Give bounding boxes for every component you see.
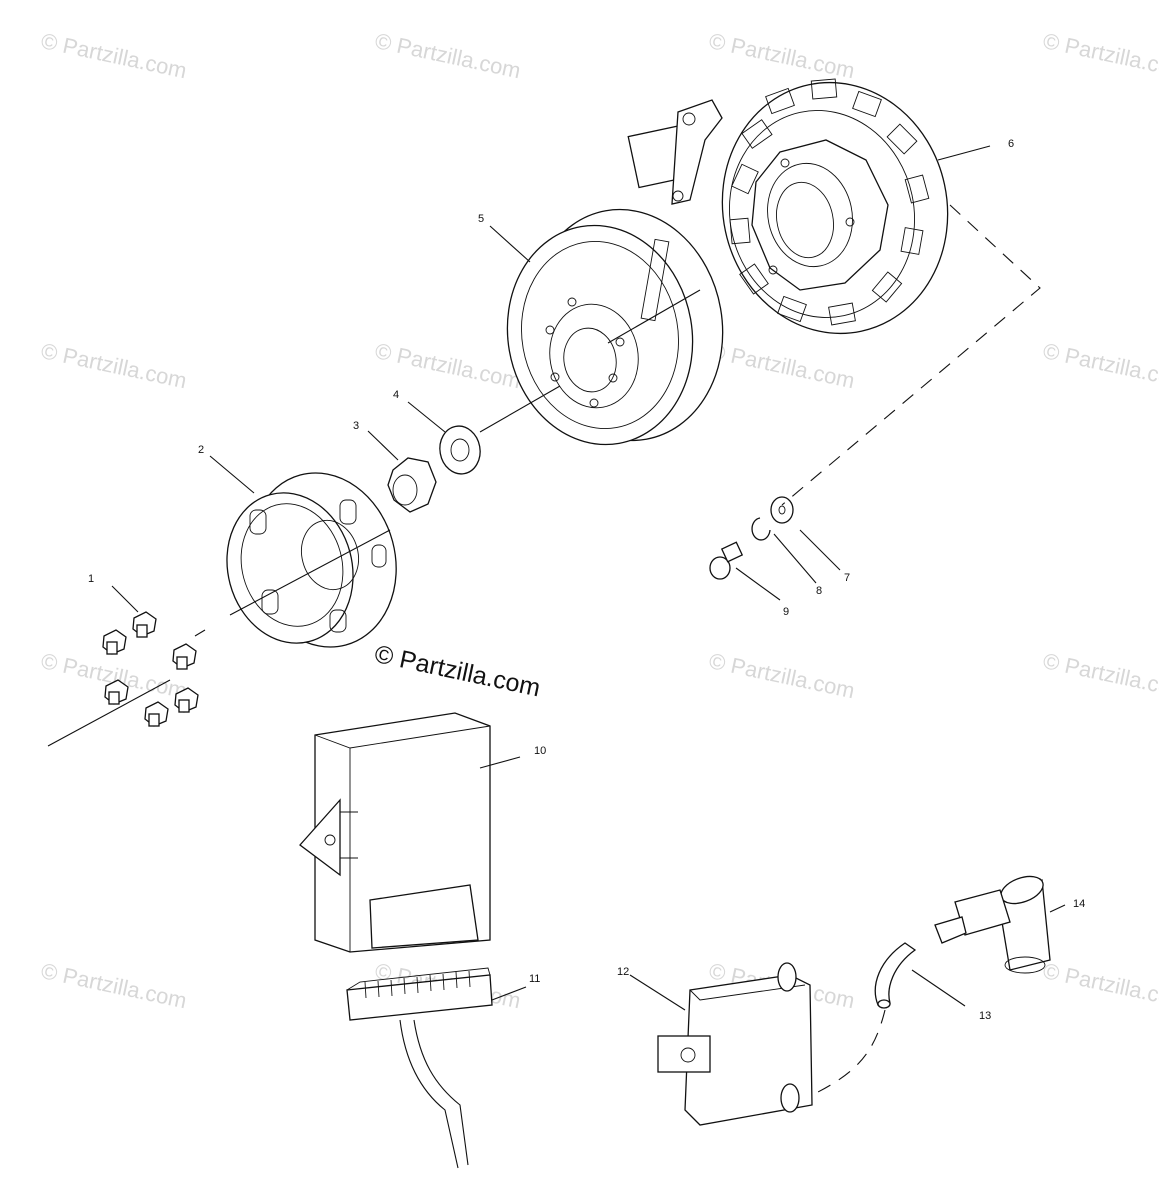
leader-lines [47, 145, 1066, 1093]
callout-12: 12 [617, 966, 630, 978]
callout-10: 10 [534, 745, 547, 757]
callout-2: 2 [198, 444, 205, 456]
callout-5: 5 [478, 213, 485, 225]
callout-6: 6 [1008, 138, 1015, 150]
small-washer-part [770, 496, 794, 524]
nut-part [387, 457, 437, 513]
ignition-coil-part [657, 962, 813, 1126]
washer-part [439, 425, 481, 475]
bolts-part [102, 611, 199, 727]
callout-4: 4 [393, 389, 400, 401]
screw-part [709, 541, 744, 580]
hose-part [874, 942, 917, 1009]
lock-washer-part [751, 517, 771, 541]
callout-13: 13 [979, 1010, 992, 1022]
callout-8: 8 [816, 585, 823, 597]
connector-part [346, 967, 493, 1169]
callout-11: 11 [529, 973, 541, 985]
stator-part [627, 78, 949, 335]
flywheel-part [506, 208, 724, 446]
starter-cup-part [226, 472, 397, 648]
callout-7: 7 [844, 572, 851, 584]
spark-plug-cap-part [934, 875, 1051, 974]
callout-9: 9 [783, 606, 790, 618]
callout-1: 1 [88, 573, 95, 585]
callout-3: 3 [353, 420, 360, 432]
cdi-box-part [299, 712, 491, 953]
callout-14: 14 [1073, 898, 1086, 910]
